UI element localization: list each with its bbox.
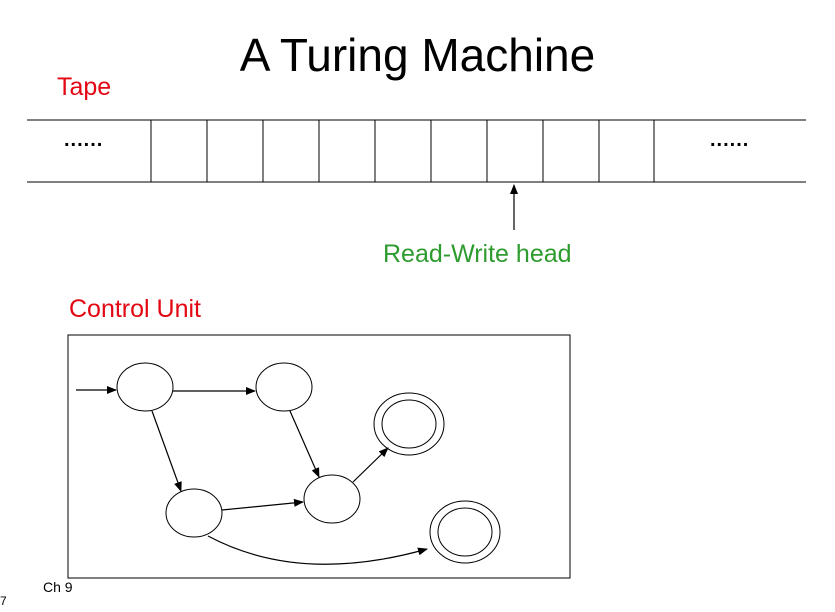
read-write-head-label: Read-Write head (383, 240, 572, 268)
tape (27, 119, 806, 183)
accepting-state (373, 392, 445, 456)
accepting-state (429, 500, 501, 564)
control-unit-box (67, 334, 571, 579)
transition-arrow (289, 410, 320, 478)
state (303, 474, 361, 524)
transition-arrow (221, 498, 304, 511)
state (255, 362, 313, 412)
footer-chapter: Ch 9 (43, 579, 73, 595)
transition-arrow (151, 410, 182, 492)
control-unit-label: Control Unit (69, 295, 201, 323)
state-start (116, 362, 174, 412)
tape-label: Tape (57, 73, 112, 101)
tape-ellipsis-right: ...... (710, 129, 750, 151)
transition-arrow (352, 447, 389, 483)
transition-arrow (207, 535, 428, 565)
slide-title: A Turing Machine (239, 29, 596, 81)
footer-page-number: 7 (0, 594, 7, 608)
tape-ellipsis-left: ...... (64, 129, 104, 151)
state (165, 488, 223, 538)
